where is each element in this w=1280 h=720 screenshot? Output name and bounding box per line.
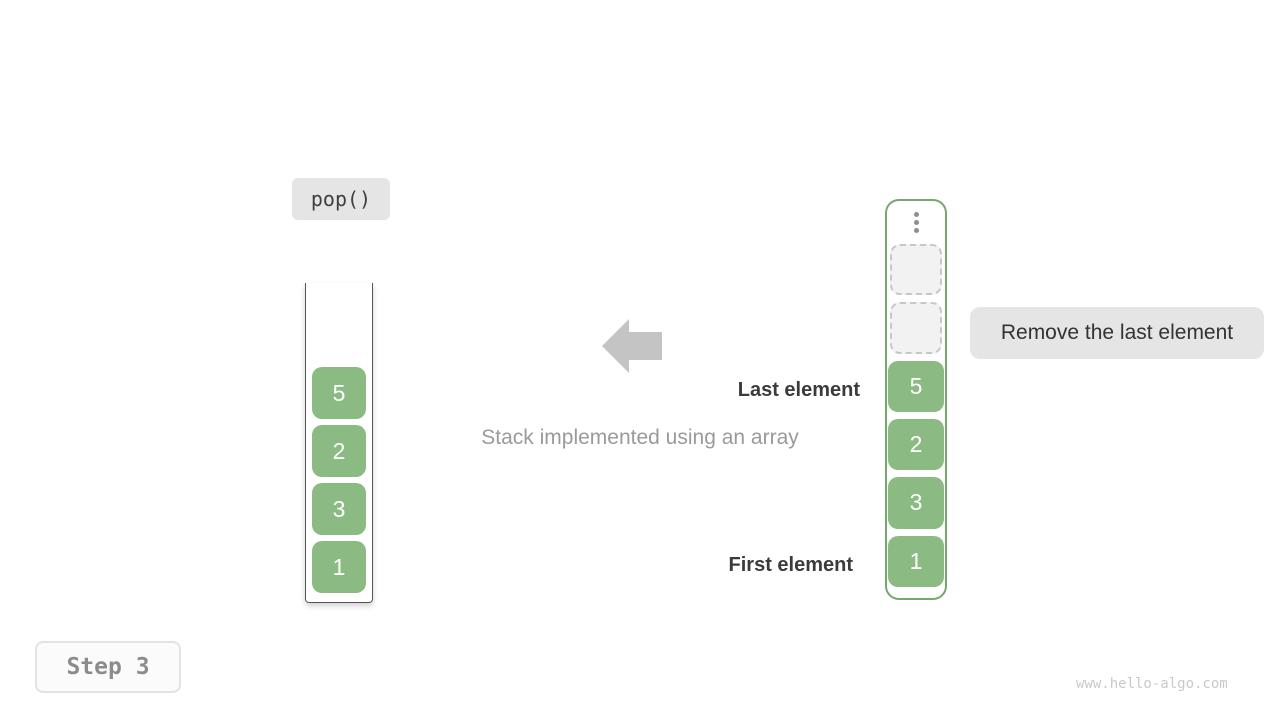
watermark-url: www.hello-algo.com [1076, 676, 1228, 692]
stack-container: 5 2 3 1 [305, 283, 373, 603]
stack-cell: 2 [312, 425, 366, 477]
pop-operation-label: pop() [292, 178, 390, 220]
first-element-label: First element [728, 554, 853, 576]
stack-cell: 1 [312, 541, 366, 593]
array-container: 5 2 3 1 [885, 199, 947, 600]
diagram-caption: Stack implemented using an array [481, 426, 799, 449]
empty-array-slot [890, 243, 942, 296]
array-cell: 3 [888, 477, 944, 529]
last-element-label: Last element [737, 379, 860, 401]
stack-cell: 3 [312, 483, 366, 535]
array-cell: 2 [888, 418, 944, 471]
arrow-left-icon [602, 319, 662, 373]
array-cell: 1 [888, 535, 944, 587]
ellipsis-vertical-icon [913, 209, 919, 237]
empty-array-slot [890, 302, 942, 354]
remove-last-element-annotation: Remove the last element [970, 307, 1264, 359]
array-cell: 5 [888, 360, 944, 412]
stack-cell: 5 [312, 367, 366, 419]
step-indicator: Step 3 [35, 641, 181, 693]
